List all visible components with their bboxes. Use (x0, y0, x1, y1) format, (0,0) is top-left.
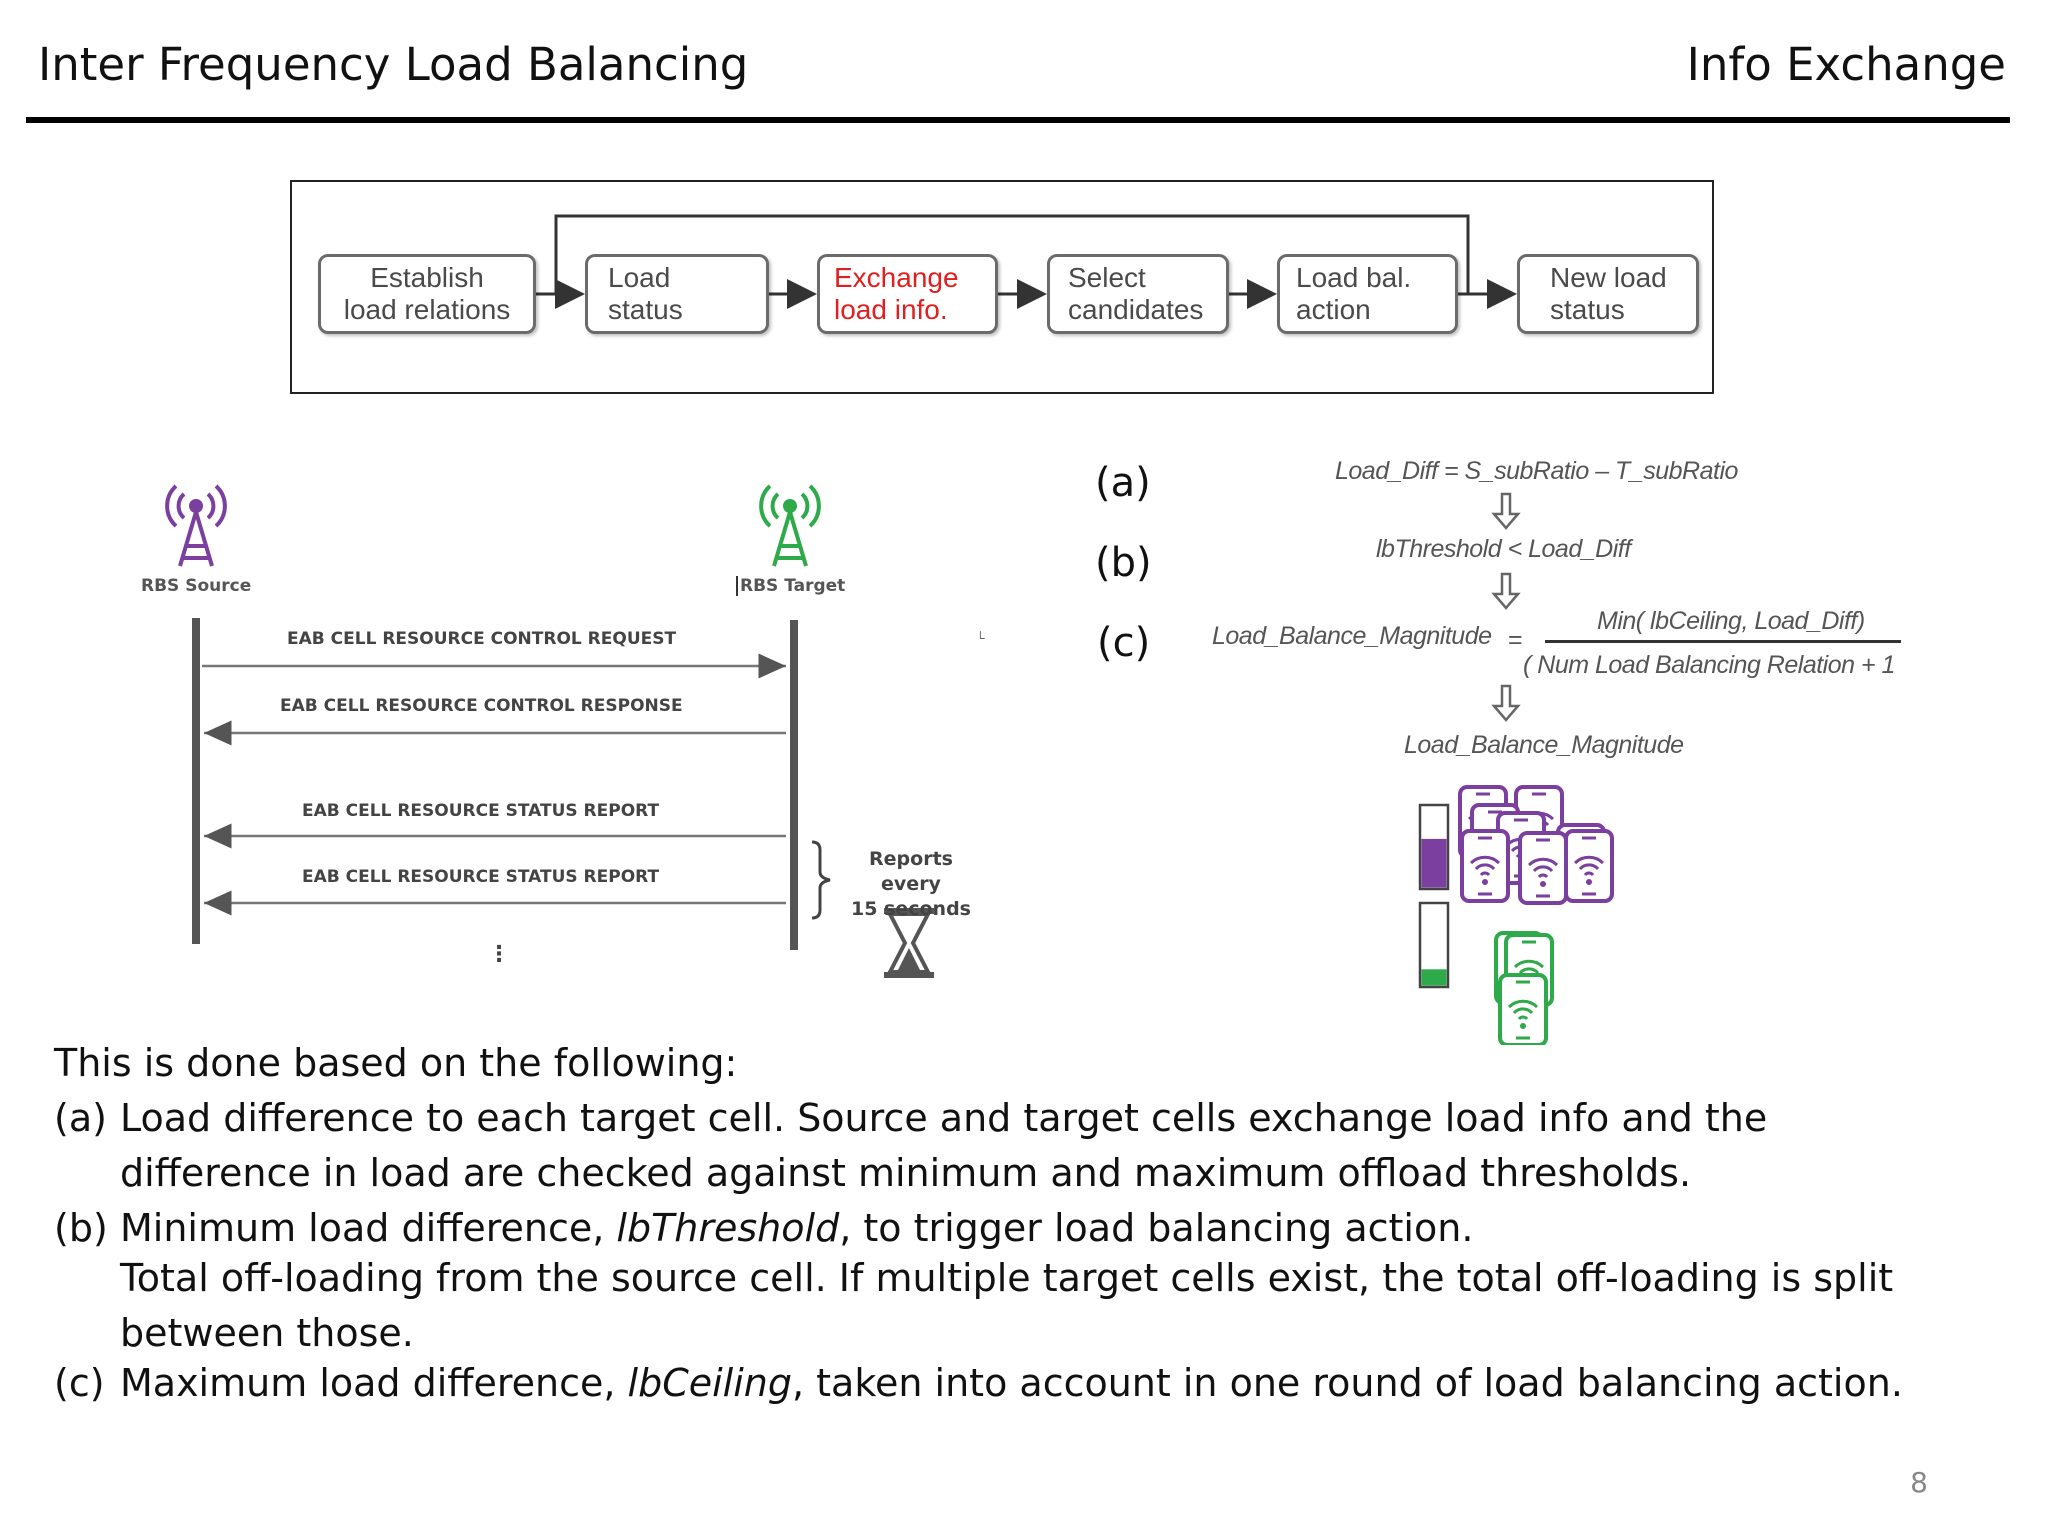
load-visualization (1418, 785, 1614, 1045)
item-c: (c) Maximum load difference, lbCeiling, … (54, 1356, 1954, 1411)
rbs-source-antenna-icon (165, 484, 227, 567)
step-label: Load status (608, 262, 683, 325)
step-load-status: Load status (585, 254, 769, 334)
formula-equals: = (1508, 626, 1523, 654)
process-flow: Establish load relations Load status Exc… (290, 180, 1714, 394)
calc-label-c: (c) (1097, 620, 1151, 666)
item-a: (a) Load difference to each target cell.… (54, 1091, 1954, 1201)
calc-arrows (1491, 492, 1521, 722)
header-rule (26, 117, 2010, 123)
hourglass-icon (884, 908, 934, 978)
step-label: Load bal. action (1296, 262, 1412, 325)
message-label: EAB CELL RESOURCE CONTROL REQUEST (287, 629, 677, 649)
formula-denominator: ( Num Load Balancing Relation + 1 (1523, 651, 1895, 679)
term-lbceiling: lbCeiling (627, 1361, 792, 1405)
rbs-source-label: RBS Source (141, 576, 252, 596)
rbs-target-label: RBS Target (736, 576, 845, 596)
note-line: Reports every (869, 848, 953, 895)
step-label: New load status (1550, 262, 1667, 325)
item-text-pre: Minimum load difference, (120, 1206, 617, 1250)
item-text: Load difference to each target cell. Sou… (120, 1096, 1768, 1195)
formula-numerator: Min( lbCeiling, Load_Diff) (1597, 607, 1865, 635)
step-label: Select candidates (1068, 262, 1204, 325)
step-exchange-load-info: Exchange load info. (817, 254, 998, 334)
message-label: EAB CELL RESOURCE CONTROL RESPONSE (280, 696, 683, 716)
formula-result: Load_Balance_Magnitude (1404, 731, 1684, 759)
report-interval-note: Reports every 15 seconds (836, 847, 986, 922)
item-text-pre: Maximum load difference, (120, 1361, 628, 1405)
formula-magnitude-lhs: Load_Balance_Magnitude (1212, 622, 1492, 650)
source-load-fill (1421, 838, 1447, 888)
down-arrow-icon (1491, 684, 1521, 722)
step-establish-load-relations: Establish load relations (318, 254, 536, 334)
note-line: 15 seconds (850, 898, 971, 920)
target-device-cluster-icon (1494, 931, 1554, 1045)
formula-load-diff: Load_Diff = S_subRatio – T_subRatio (1335, 457, 1738, 485)
fraction-bar (1545, 640, 1901, 643)
step-load-bal-action: Load bal. action (1277, 254, 1458, 334)
loop-connector (554, 214, 1470, 294)
svg-text:└: └ (976, 631, 985, 645)
item-b-detail: Total off-loading from the source cell. … (120, 1256, 1894, 1355)
sequence-diagram: └ (165, 484, 985, 978)
flow-connectors (536, 214, 1517, 309)
source-device-cluster-icon (1458, 785, 1614, 905)
item-label: (b) (54, 1206, 108, 1250)
item-label: (c) (54, 1361, 105, 1405)
down-arrow-icon (1491, 572, 1521, 610)
item-text-post: , to trigger load balancing action. (839, 1206, 1474, 1250)
calc-label-a: (a) (1095, 460, 1151, 506)
report-brace (811, 840, 831, 920)
item-b: (b) Minimum load difference, lbThreshold… (54, 1201, 1954, 1256)
item-text-post: , taken into account in one round of loa… (792, 1361, 1903, 1405)
rbs-target-antenna-icon (759, 484, 821, 567)
calc-label-b: (b) (1095, 540, 1152, 586)
step-label: Establish load relations (343, 262, 511, 325)
item-text: Maximum load difference, lbCeiling, take… (120, 1356, 1954, 1411)
message-label: EAB CELL RESOURCE STATUS REPORT (302, 801, 660, 821)
section-title: Info Exchange (1686, 38, 2006, 91)
intro-line: This is done based on the following: (54, 1041, 738, 1085)
item-label: (a) (54, 1096, 107, 1140)
step-label: Exchange load info. (834, 262, 959, 325)
target-load-fill (1421, 969, 1447, 986)
term-lbthreshold: lbThreshold (616, 1206, 840, 1250)
explanation-text: This is done based on the following: (a)… (54, 1036, 1954, 1411)
item-text: Minimum load difference, lbThreshold, to… (120, 1201, 1954, 1256)
formula-threshold: lbThreshold < Load_Diff (1376, 535, 1631, 563)
step-new-load-status: New load status (1517, 254, 1699, 334)
slide-title: Inter Frequency Load Balancing (38, 38, 749, 91)
down-arrow-icon (1491, 492, 1521, 530)
page-number: 8 (1910, 1466, 1928, 1499)
continuation-dots: ⋮ (488, 942, 510, 967)
step-select-candidates: Select candidates (1047, 254, 1229, 334)
message-label: EAB CELL RESOURCE STATUS REPORT (302, 867, 660, 887)
